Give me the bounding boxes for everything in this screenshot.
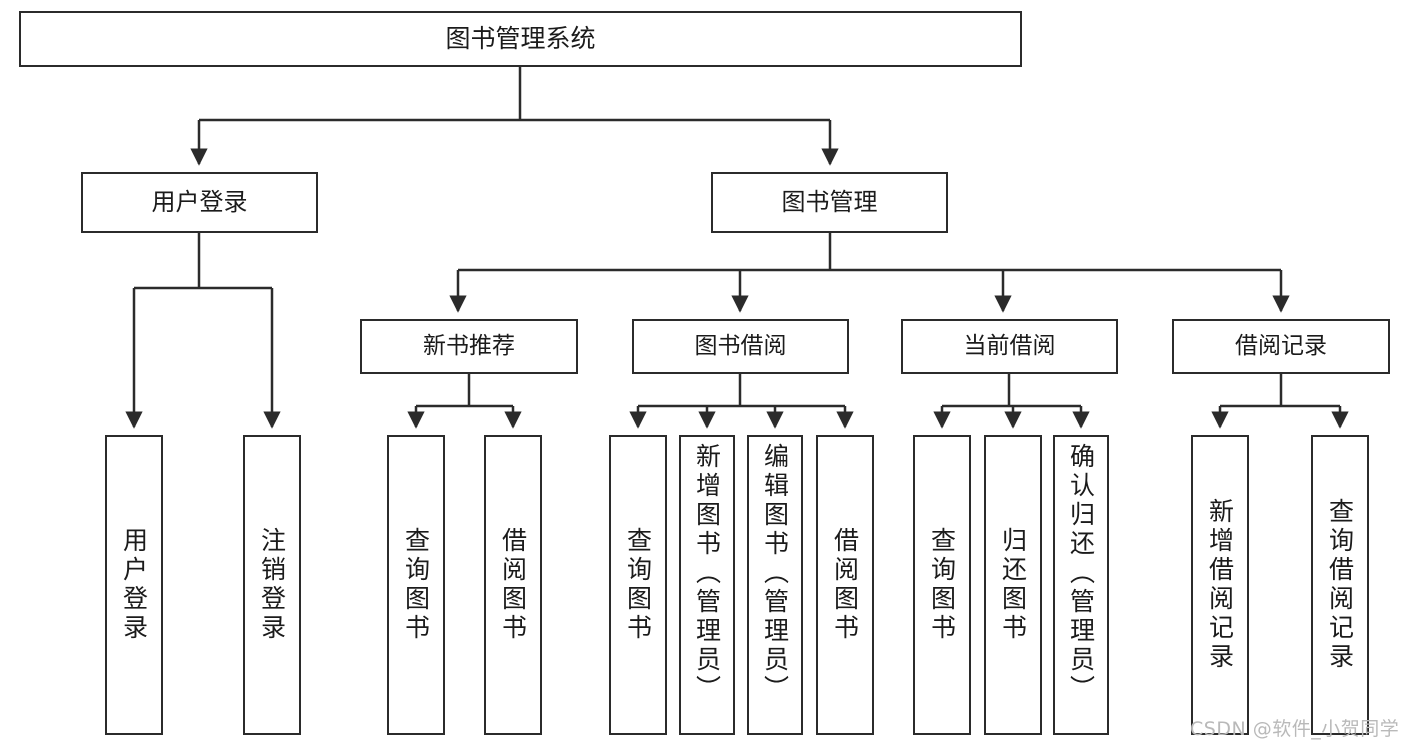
leaf-cur-confirm-return[interactable]: 确认归还（管理员）: [1053, 435, 1109, 735]
node-book-manage[interactable]: 图书管理: [711, 172, 948, 233]
leaf-rec-borrow-book-label: 借阅图书: [498, 527, 528, 643]
leaf-borrow-edit-book[interactable]: 编辑图书（管理员）: [747, 435, 803, 735]
node-book-borrow[interactable]: 图书借阅: [632, 319, 849, 374]
leaf-borrow-add-book[interactable]: 新增图书（管理员）: [679, 435, 735, 735]
leaf-rec-add-record[interactable]: 新增借阅记录: [1191, 435, 1249, 735]
node-current-borrow-label: 当前借阅: [963, 333, 1056, 360]
leaf-user-login-label: 用户登录: [119, 527, 149, 643]
leaf-user-logout-label: 注销登录: [257, 527, 287, 643]
leaf-user-login[interactable]: 用户登录: [105, 435, 163, 735]
leaf-borrow-query-book[interactable]: 查询图书: [609, 435, 667, 735]
node-borrow-record-label: 借阅记录: [1235, 333, 1327, 360]
leaf-rec-query-record-label: 查询借阅记录: [1325, 498, 1355, 672]
leaf-user-logout[interactable]: 注销登录: [243, 435, 301, 735]
node-user-login[interactable]: 用户登录: [81, 172, 318, 233]
node-new-book-rec[interactable]: 新书推荐: [360, 319, 578, 374]
leaf-rec-borrow-book[interactable]: 借阅图书: [484, 435, 542, 735]
node-current-borrow[interactable]: 当前借阅: [901, 319, 1118, 374]
leaf-cur-return-book[interactable]: 归还图书: [984, 435, 1042, 735]
leaf-borrow-query-book-label: 查询图书: [623, 527, 653, 643]
csdn-watermark: CSDN @软件_小贺同学: [1190, 718, 1400, 740]
node-new-book-rec-label: 新书推荐: [423, 333, 515, 360]
leaf-rec-query-record[interactable]: 查询借阅记录: [1311, 435, 1369, 735]
node-root-label: 图书管理系统: [445, 23, 596, 53]
leaf-cur-query-book[interactable]: 查询图书: [913, 435, 971, 735]
leaf-rec-query-book[interactable]: 查询图书: [387, 435, 445, 735]
leaf-rec-add-record-label: 新增借阅记录: [1205, 498, 1235, 672]
leaf-borrow-edit-book-label: 编辑图书（管理员）: [760, 443, 790, 704]
node-book-manage-label: 图书管理: [781, 187, 878, 216]
leaf-borrow-borrow-book-label: 借阅图书: [830, 527, 860, 643]
node-borrow-record[interactable]: 借阅记录: [1172, 319, 1390, 374]
leaf-borrow-add-book-label: 新增图书（管理员）: [692, 443, 722, 704]
leaf-borrow-borrow-book[interactable]: 借阅图书: [816, 435, 874, 735]
leaf-cur-query-book-label: 查询图书: [927, 527, 957, 643]
node-book-borrow-label: 图书借阅: [694, 333, 787, 360]
leaf-cur-confirm-return-label: 确认归还（管理员）: [1066, 443, 1096, 704]
leaf-cur-return-book-label: 归还图书: [998, 527, 1028, 643]
leaf-rec-query-book-label: 查询图书: [401, 527, 431, 643]
node-user-login-label: 用户登录: [151, 187, 248, 216]
node-root[interactable]: 图书管理系统: [19, 11, 1022, 67]
